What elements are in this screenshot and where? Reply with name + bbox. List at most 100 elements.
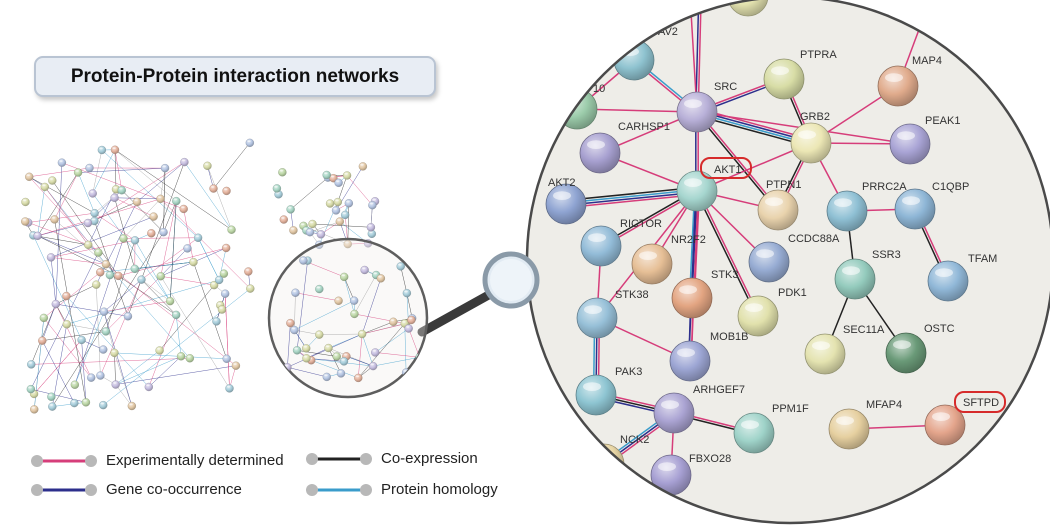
mini-edge [141,279,171,302]
page-title: Protein-Protein interaction networks [70,65,400,87]
edge-AKT1-AKT2 [565,189,697,204]
node-rictor [580,225,622,267]
mini-node [180,157,189,167]
mini-node [407,315,416,325]
mini-node [225,384,234,393]
node-ostc [885,332,927,374]
mini-edge [141,279,177,316]
mini-node [341,210,350,220]
node-nr2f2 [631,243,673,285]
legend-gene-co-occurrence: Gene co-occurrence [30,481,242,498]
mini-node [179,204,188,214]
mini-edge [193,262,227,359]
mini-edge [114,352,133,407]
node-label-ssr3: SSR3 [872,249,901,261]
mini-edge [50,257,57,305]
mini-edge [361,278,382,335]
mini-edge [343,276,355,315]
mini-node [40,182,49,192]
mini-edge [337,175,348,203]
mini-edge [361,333,374,367]
mini-edge [362,323,407,335]
mini-node [221,243,231,253]
mini-edge [375,328,409,353]
mini-node [357,329,367,339]
mini-node [376,274,385,283]
mini-node [245,138,254,148]
mini-node [111,380,120,389]
mini-node [105,270,115,280]
node-label-tfam: TFAM [968,253,997,265]
mini-edge [358,323,405,379]
highlight-box-akt1 [700,157,752,179]
edge-SRC-PTPN1 [697,110,780,210]
mini-node [21,197,30,207]
mini-node [51,299,60,309]
edge-GRB2-AKT1 [696,142,812,192]
node-map4 [877,65,919,107]
node-ccdc88a [748,241,790,283]
node-fbxo28 [650,454,692,496]
mini-node [308,219,317,229]
mini-node [402,288,412,298]
mini-edge [406,293,413,319]
node-stk3 [671,277,713,319]
edge-AKT1-PDK1 [695,191,758,317]
mini-node [165,297,175,306]
mini-node [70,398,79,408]
legend-swatch-coexpression [306,452,372,465]
mini-node [331,206,341,215]
mini-edge [294,300,355,331]
mini-node [302,354,311,363]
mini-node [209,184,218,193]
mini-edge [312,223,371,228]
node-label-stk3: STK3 [711,269,739,281]
legend-label: Gene co-occurrence [106,481,242,498]
mini-edge [354,274,377,315]
mini-node [127,401,136,411]
node-label-pak3: PAK3 [615,366,642,378]
mini-edge [81,339,87,403]
mini-edge [66,295,149,388]
mini-edge [114,352,227,360]
mini-node [81,398,91,407]
mini-node [231,361,241,370]
legend-label: Protein homology [381,481,498,498]
mini-edge [160,275,215,286]
mini-node [368,361,378,371]
mini-edge [127,162,185,317]
legend-swatch-experimental [31,454,97,467]
legend-swatch-cooccurrence [31,483,97,496]
mini-edge [362,321,394,335]
node-ppm1f [733,412,775,454]
mini-edge [114,149,177,202]
mini-node [315,330,324,339]
mini-node [244,267,253,276]
mini-edge [52,232,164,407]
mini-node [160,163,170,173]
mini-node [408,368,417,377]
node-label-grb2: GRB2 [800,111,830,123]
mini-node [336,369,346,378]
mini-node [77,335,86,345]
mini-edge [115,384,133,407]
mini-node [99,307,109,316]
mini-node [159,228,168,237]
mini-edge [52,324,68,407]
mini-edge [328,347,374,367]
mini-node [90,209,99,218]
mini-edge [29,176,95,214]
mini-edge [103,279,142,312]
node-label-nck2: NCK2 [620,434,649,446]
node-label-arhgef7: ARHGEF7 [693,384,745,396]
mini-node [322,170,331,180]
mini-node [340,272,349,282]
node-label-ostc: OSTC [924,323,955,335]
mini-node [156,194,165,203]
mini-node [62,291,71,301]
mini-node [46,253,56,262]
mini-node [203,161,212,170]
mini-node [325,199,335,208]
edge-AKT1-AKT2 [566,193,698,209]
mini-node [367,229,376,238]
